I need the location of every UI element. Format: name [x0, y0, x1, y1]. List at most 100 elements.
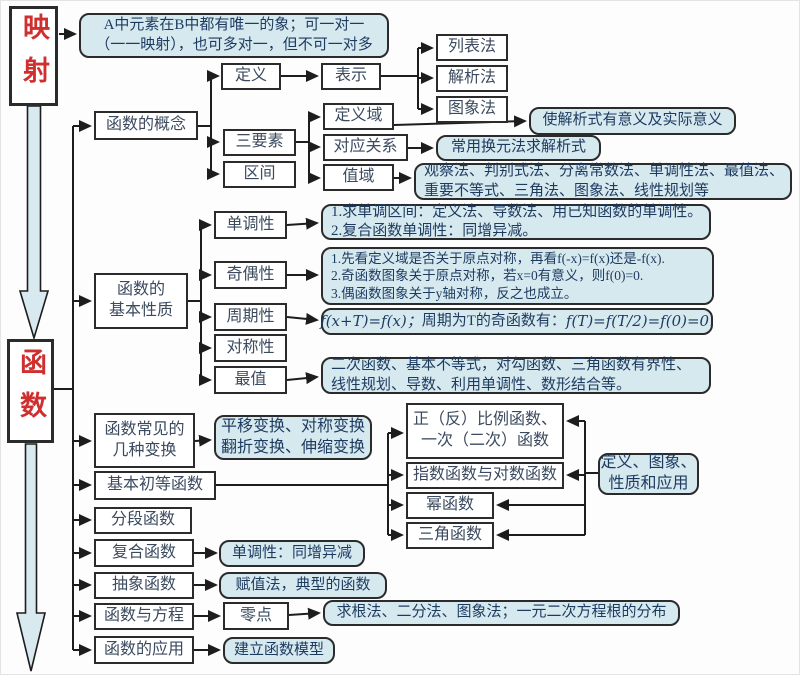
monotonicity-label: 单调性 [226, 215, 275, 233]
monotonicity-note-line2: 2.复合函数单调性：同增异减。 [331, 223, 538, 239]
function-label: 函数 [16, 348, 47, 434]
thick-down-arrow-top [18, 105, 50, 341]
power-function-label: 幂函数 [425, 496, 474, 514]
node-extremum: 最值 [214, 366, 287, 394]
piecewise-label: 分段函数 [110, 511, 175, 529]
node-function-and-equation: 函数与方程 [94, 603, 194, 630]
analytic-method-label: 解析法 [447, 69, 496, 87]
note-transforms: 平移变换、对称变换 翻折变换、伸缩变换 [214, 415, 372, 460]
node-abstract-function: 抽象函数 [94, 572, 194, 599]
transforms-note-line2: 翻折变换、伸缩变换 [220, 438, 365, 456]
note-correspondence: 常用换元法求解析式 [436, 135, 601, 161]
node-definition: 定义 [221, 63, 281, 90]
elementary-note-line2: 性质和应用 [608, 475, 689, 492]
node-correspondence: 对应关系 [323, 134, 408, 161]
representation-label: 表示 [334, 67, 367, 85]
zero-note-label: 求根法、二分法、图象法；一元二次方程根的分布 [336, 604, 667, 621]
elementary-note-line1: 定义、图象、 [600, 454, 697, 472]
node-domain: 定义域 [323, 103, 394, 130]
composite-label: 复合函数 [111, 543, 176, 561]
symmetry-label: 对称性 [226, 338, 275, 356]
list-method-label: 列表法 [447, 38, 496, 56]
node-zero-point: 零点 [223, 602, 289, 630]
node-three-elements: 三要素 [223, 129, 296, 156]
note-extremum: 二次函数、基本不等式，对勾函数、三角函数有界性、 线性规划、导数、利用单调性、数… [321, 357, 711, 394]
note-application: 建立函数模型 [223, 637, 335, 664]
basic-elementary-functions-label: 基本初等函数 [106, 476, 203, 494]
extremum-label: 最值 [234, 370, 267, 388]
node-basic-properties: 函数的 基本性质 [94, 273, 188, 329]
node-monotonicity: 单调性 [214, 211, 287, 239]
node-exp-log-functions: 指数函数与对数函数 [406, 462, 564, 489]
note-mapping: A中元素在B中都有唯一的象；可一对一 （一一映射），也可多对一，但不可一对多 [79, 13, 389, 58]
periodicity-note-formula1: f(x+T)=f(x)； [320, 311, 422, 330]
correspondence-note-label: 常用换元法求解析式 [450, 139, 586, 156]
periodicity-note-mid: 周期为T的奇函数有： [421, 312, 566, 329]
node-common-transforms: 函数常见的 几种变换 [94, 413, 195, 468]
proportional-line1: 正（反）比例函数、 [412, 411, 557, 429]
note-zero-point: 求根法、二分法、图象法；一元二次方程根的分布 [323, 600, 680, 626]
node-function-concept: 函数的概念 [94, 111, 198, 140]
common-transforms-line1: 函数常见的 [104, 420, 185, 438]
node-graph-method: 图象法 [436, 96, 508, 123]
exp-log-label: 指数函数与对数函数 [412, 466, 557, 484]
three-elements-label: 三要素 [235, 133, 284, 151]
monotonicity-note-line1: 1.求单调区间：定义法、导数法、用已知函数的单调性。 [331, 203, 703, 220]
node-piecewise-function: 分段函数 [94, 507, 192, 534]
note-composite: 单调性：同增异减 [219, 540, 365, 567]
node-parity: 奇偶性 [214, 261, 287, 289]
node-trig-function: 三角函数 [406, 522, 494, 549]
note-monotonicity: 1.求单调区间：定义法、导数法、用已知函数的单调性。 2.复合函数单调性：同增异… [321, 204, 711, 240]
domain-label: 定义域 [334, 107, 383, 125]
interval-label: 区间 [243, 165, 276, 183]
application-note-label: 建立函数模型 [233, 641, 324, 658]
transforms-note-line1: 平移变换、对称变换 [220, 417, 365, 435]
abstract-note-label: 赋值法，典型的函数 [235, 576, 371, 593]
mapping-note-line1: A中元素在B中都有唯一的象；可一对一 [103, 17, 365, 33]
parity-note-line3: 3.偶函数图象关于y轴对称，反之也成立。 [331, 285, 578, 301]
range-note-line1: 观察法、判别式法、分离常数法、单调性法、最值法、 [424, 163, 785, 179]
note-abstract: 赋值法，典型的函数 [219, 572, 387, 599]
mapping-note-line2: （一一映射），也可多对一，但不可一对多 [95, 36, 373, 53]
basic-properties-line2: 基本性质 [108, 302, 173, 319]
node-periodicity: 周期性 [214, 303, 287, 331]
thick-down-arrow-bottom [15, 443, 47, 672]
periodicity-label: 周期性 [226, 307, 275, 325]
abstract-label: 抽象函数 [111, 576, 176, 594]
basic-properties-line1: 函数的 [116, 281, 165, 299]
proportional-line2: 一次（二次）函数 [420, 432, 549, 449]
node-function-application: 函数的应用 [94, 636, 194, 664]
periodicity-note-formula2: f(T)=f(T/2)=f(0)=0. [565, 311, 714, 330]
node-composite-function: 复合函数 [94, 539, 194, 567]
definition-label: 定义 [234, 67, 267, 85]
parity-note-line1: 1.先看定义域是否关于原点对称，再看f(-x)=f(x)还是-f(x). [331, 250, 665, 266]
note-parity: 1.先看定义域是否关于原点对称，再看f(-x)=f(x)还是-f(x). 2.奇… [321, 247, 714, 305]
node-analytic-method: 解析法 [436, 65, 508, 92]
note-elementary-functions: 定义、图象、 性质和应用 [598, 453, 699, 495]
note-periodicity: f(x+T)=f(x)； 周期为T的奇函数有： f(T)=f(T/2)=f(0)… [320, 308, 714, 335]
node-basic-elementary-functions: 基本初等函数 [94, 471, 216, 500]
node-interval: 区间 [223, 161, 296, 188]
parity-note-line2: 2.奇函数图象关于原点对称，若x=0有意义，则f(0)=0. [331, 268, 644, 284]
note-range: 观察法、判别式法、分离常数法、单调性法、最值法、 重要不等式、三角法、图象法、线… [414, 163, 792, 200]
node-mapping: 映射 [9, 6, 58, 106]
node-function: 函数 [7, 339, 54, 443]
extremum-note-line1: 二次函数、基本不等式，对勾函数、三角函数有界性、 [331, 357, 692, 373]
note-domain: 使解析式有意义及实际意义 [529, 107, 736, 135]
function-concept-label: 函数的概念 [105, 116, 186, 134]
parity-label: 奇偶性 [226, 265, 275, 283]
node-proportional-linear-quadratic: 正（反）比例函数、 一次（二次）函数 [406, 403, 564, 459]
domain-note-label: 使解析式有意义及实际意义 [542, 112, 723, 129]
node-power-function: 幂函数 [406, 492, 494, 519]
common-transforms-line2: 几种变换 [112, 441, 177, 459]
node-list-method: 列表法 [436, 34, 508, 61]
function-and-equation-label: 函数与方程 [103, 607, 184, 625]
graph-method-label: 图象法 [447, 100, 496, 118]
correspondence-label: 对应关系 [333, 138, 398, 156]
zero-point-label: 零点 [239, 606, 272, 624]
node-symmetry: 对称性 [214, 334, 287, 362]
trig-function-label: 三角函数 [417, 526, 482, 544]
function-application-label: 函数的应用 [103, 640, 184, 658]
